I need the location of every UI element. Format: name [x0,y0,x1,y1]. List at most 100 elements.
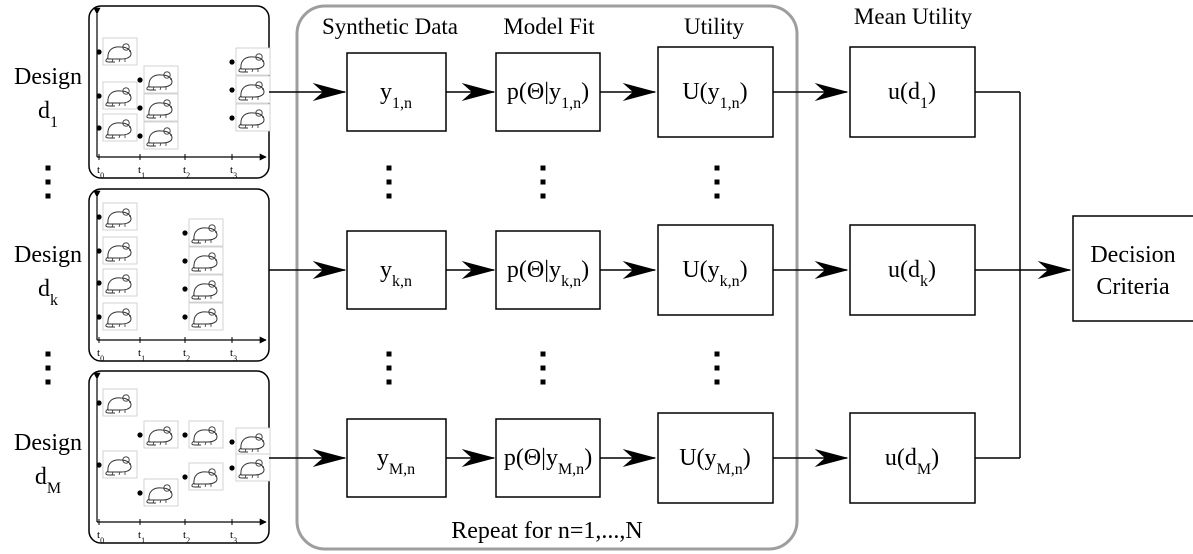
tick-label: t3 [230,164,237,180]
model-fit-label: p(Θ|yk,n) [507,257,589,290]
mouse-icon [143,420,179,449]
design-id: dk [38,276,58,309]
utility-label-subscript: M,n [717,461,743,478]
model-fit-label-base: p(Θ|y [507,79,561,105]
mean-utility-box [849,46,976,138]
synthetic-data-label-base: y [377,445,389,471]
tick-label: t1 [138,529,145,545]
tick-label: t3 [230,529,237,545]
mouse-icon [143,65,179,94]
mouse-icon [102,202,138,231]
mean-utility-label-subscript: 1 [920,95,928,112]
observation-dot [96,280,102,286]
mean-utility-label: u(d1) [888,79,936,112]
model-fit-label-base: p(Θ|y [507,257,561,283]
mouse-icon [102,388,138,417]
utility-label: U(yk,n) [682,257,747,290]
design-id-base: d [35,464,47,490]
mean-utility-label-close: ) [928,79,936,105]
mean-utility-label: u(dM) [885,445,939,478]
observation-dot [96,462,102,468]
observation-dot [96,125,102,131]
decision-criteria-box [1072,215,1193,322]
mouse-icon [143,93,179,122]
observation-dot [96,400,102,406]
mouse-icon [143,478,179,507]
model-fit-box [495,418,601,498]
observation-dot [137,77,143,83]
mouse-icon [235,103,271,132]
repeat-loop-container [295,4,799,551]
synthetic-data-label-subscript: M,n [389,461,415,478]
observation-dot [96,314,102,320]
synthetic-data-label-subscript: k,n [392,273,412,290]
vertical-ellipsis [386,165,392,199]
observation-dot [137,490,143,496]
observation-dot [137,105,143,111]
mouse-icon [188,274,224,303]
design-label: Design [14,430,82,456]
utility-label: U(yM,n) [679,445,751,478]
mouse-icon [102,81,138,110]
model-fit-label-close: ) [581,79,589,105]
utility-label-base: U(y [679,445,716,471]
mean-utility-label-close: ) [928,257,936,283]
observation-dot [182,258,188,264]
observation-dot [182,432,188,438]
utility-label-base: U(y [682,79,719,105]
mean-utility-box [849,412,976,504]
mouse-icon [188,462,224,491]
tick-label: t0 [97,164,104,180]
model-fit-label-subscript: M,n [558,461,584,478]
design-label: Design [14,64,82,90]
utility-label-close: ) [740,79,748,105]
observation-dot [229,87,235,93]
utility-box [657,46,774,138]
model-fit-label-subscript: k,n [561,273,581,290]
mouse-icon [102,302,138,331]
mouse-icon [235,427,271,456]
synthetic-data-box [346,418,447,498]
model-fit-label-base: p(Θ|y [504,445,558,471]
synthetic-data-box [346,230,447,310]
decision-criteria-line2: Criteria [1096,274,1170,300]
observation-dot [96,214,102,220]
utility-label: U(y1,n) [682,79,747,112]
synthetic-data-label-base: y [380,257,392,283]
mouse-icon [235,75,271,104]
vertical-ellipsis [714,351,720,385]
tick-label: t0 [97,529,104,545]
tick-label: t0 [97,347,104,363]
model-fit-box [495,230,601,310]
model-fit-label-close: ) [584,445,592,471]
synthetic-data-label: yk,n [380,257,412,290]
tick-label: t1 [138,347,145,363]
tick-label: t2 [183,529,190,545]
mouse-icon [188,302,224,331]
observation-dot [137,133,143,139]
synthetic-data-label: y1,n [380,79,412,112]
mouse-icon [188,218,224,247]
design-id-subscript: M [47,480,61,497]
model-fit-label-subscript: 1,n [561,95,581,112]
synthetic-data-label-subscript: 1,n [392,95,412,112]
observation-dot [229,465,235,471]
observation-dot [96,49,102,55]
decision-criteria-line1: Decision [1090,242,1175,268]
design-label: Design [14,242,82,268]
mouse-icon [235,47,271,76]
observation-dot [182,286,188,292]
vertical-ellipsis [714,165,720,199]
mouse-icon [188,420,224,449]
design-id-base: d [38,276,50,302]
synthetic-data-box [346,52,447,132]
mean-utility-label-base: u(d [888,257,920,283]
design-id: dM [35,464,61,497]
tick-label: t2 [183,347,190,363]
repeat-label: Repeat for n=1,...,N [451,518,642,544]
